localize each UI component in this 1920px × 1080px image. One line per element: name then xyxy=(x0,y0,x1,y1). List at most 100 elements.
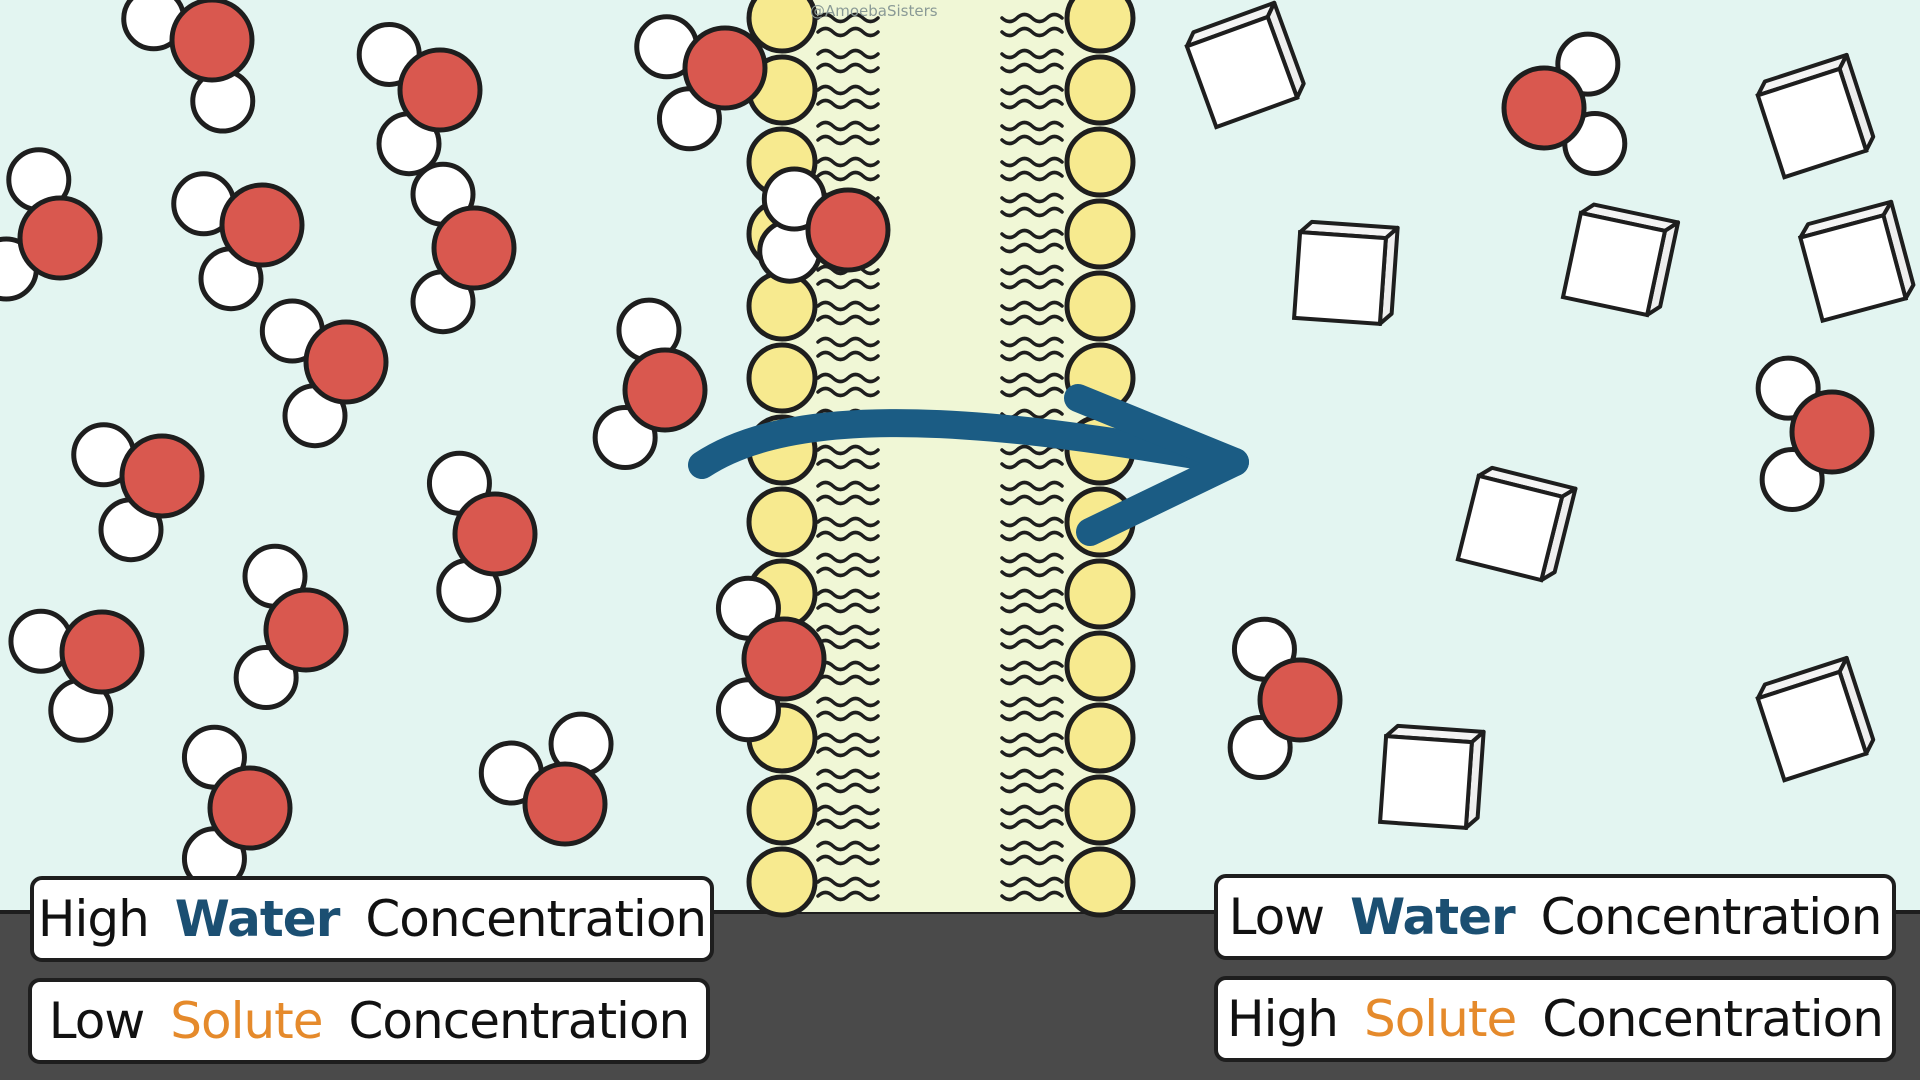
solute-word: Solute xyxy=(170,992,323,1050)
phospholipid-head xyxy=(1064,126,1136,198)
lipid-tail xyxy=(1000,48,1064,60)
cube-front-face xyxy=(1560,210,1668,318)
level-word: High xyxy=(1227,990,1339,1048)
lipid-tail xyxy=(1000,818,1064,830)
lipid-tail xyxy=(1000,516,1064,528)
lipid-tail xyxy=(1000,876,1064,888)
phospholipid-head xyxy=(1064,0,1136,54)
measure-word: Concentration xyxy=(1540,888,1883,946)
solute-cube-icon xyxy=(1755,655,1876,783)
water-molecule-icon xyxy=(426,450,538,623)
lipid-tail xyxy=(816,854,880,866)
oxygen-atom xyxy=(431,205,517,291)
oxygen-atom xyxy=(169,0,255,83)
lipid-tail xyxy=(1000,206,1064,218)
solute-particles xyxy=(1184,0,1916,831)
lipid-tail xyxy=(1000,552,1064,564)
lipid-tail xyxy=(1000,170,1064,182)
lipid-tail xyxy=(1000,638,1064,650)
water-molecule-icon xyxy=(757,166,891,284)
lipid-tail xyxy=(1000,480,1064,492)
oxygen-atom xyxy=(452,491,538,577)
lipid-tail xyxy=(1000,156,1064,168)
solute-cube-icon xyxy=(1291,219,1400,327)
lipid-tail xyxy=(816,818,880,830)
lipid-tail xyxy=(816,876,880,888)
lipid-tail xyxy=(1000,84,1064,96)
lipid-tail xyxy=(816,12,880,24)
water-molecule-icon xyxy=(181,724,293,892)
lipid-tail xyxy=(1000,660,1064,672)
lipid-tail xyxy=(1000,350,1064,362)
water-molecule-icon xyxy=(1501,31,1628,177)
left-water-concentration-label: High Water Concentration xyxy=(30,876,714,962)
lipid-tail xyxy=(816,710,880,722)
lipid-tail xyxy=(816,120,880,132)
phospholipid-head xyxy=(746,270,818,342)
water-molecule-icon xyxy=(1755,355,1875,512)
lipid-tail xyxy=(816,624,880,636)
water-molecule-icon xyxy=(121,0,256,134)
solute-cube-icon xyxy=(1755,52,1876,180)
lipid-tail xyxy=(1000,732,1064,744)
lipid-tail xyxy=(816,516,880,528)
water-molecule-icon xyxy=(171,171,305,312)
measure-word: Concentration xyxy=(365,890,707,948)
phospholipid-head xyxy=(1064,54,1136,126)
lipid-tail xyxy=(816,588,880,600)
lipid-tail xyxy=(816,350,880,362)
water-word: Water xyxy=(1350,888,1516,946)
lipid-tail xyxy=(816,782,880,794)
phospholipid-head xyxy=(746,342,818,414)
oxygen-atom xyxy=(59,609,145,695)
lipid-tail xyxy=(816,530,880,542)
lipid-tail xyxy=(1000,336,1064,348)
oxygen-atom xyxy=(207,765,293,851)
lipid-tail xyxy=(1000,242,1064,254)
lipid-tail xyxy=(816,494,880,506)
measure-word: Concentration xyxy=(1542,990,1884,1048)
water-molecules xyxy=(0,0,1875,892)
oxygen-atom xyxy=(1257,657,1343,743)
oxygen-atom xyxy=(17,195,103,281)
lipid-tail xyxy=(816,696,880,708)
cube-front-face xyxy=(1755,66,1869,180)
phospholipid-head xyxy=(746,486,818,558)
lipid-tail xyxy=(816,170,880,182)
right-solute-concentration-label: High Solute Concentration xyxy=(1214,976,1896,1062)
phospholipid-head xyxy=(1064,558,1136,630)
phospholipid-head xyxy=(1064,630,1136,702)
lipid-tail xyxy=(1000,458,1064,470)
lipid-tail xyxy=(1000,228,1064,240)
lipid-tail xyxy=(816,300,880,312)
lipid-tail xyxy=(816,62,880,74)
lipid-tail xyxy=(816,566,880,578)
level-word: High xyxy=(37,890,150,948)
lipid-tail xyxy=(1000,372,1064,384)
oxygen-atom xyxy=(119,433,205,519)
lipid-tail xyxy=(816,98,880,110)
water-word: Water xyxy=(174,890,341,948)
lipid-tail xyxy=(1000,804,1064,816)
lipid-tail xyxy=(816,804,880,816)
oxygen-atom xyxy=(397,47,483,133)
lipid-tail xyxy=(816,732,880,744)
cube-front-face xyxy=(1184,14,1300,130)
lipid-tail xyxy=(816,278,880,290)
measure-word: Concentration xyxy=(348,992,691,1050)
water-molecule-icon xyxy=(356,21,483,177)
lipid-tail xyxy=(1000,696,1064,708)
lipid-tail xyxy=(816,48,880,60)
lipid-tail xyxy=(816,890,880,902)
oxygen-atom xyxy=(263,587,349,673)
water-molecule-icon xyxy=(715,575,827,743)
lipid-tail xyxy=(1000,782,1064,794)
lipid-tail xyxy=(1000,12,1064,24)
water-molecule-icon xyxy=(410,161,517,335)
lipid-tail xyxy=(1000,98,1064,110)
lipid-tail xyxy=(816,480,880,492)
oxygen-atom xyxy=(219,182,305,268)
oxygen-atom xyxy=(805,187,891,273)
cube-front-face xyxy=(1755,669,1869,783)
lipid-tail xyxy=(1000,314,1064,326)
